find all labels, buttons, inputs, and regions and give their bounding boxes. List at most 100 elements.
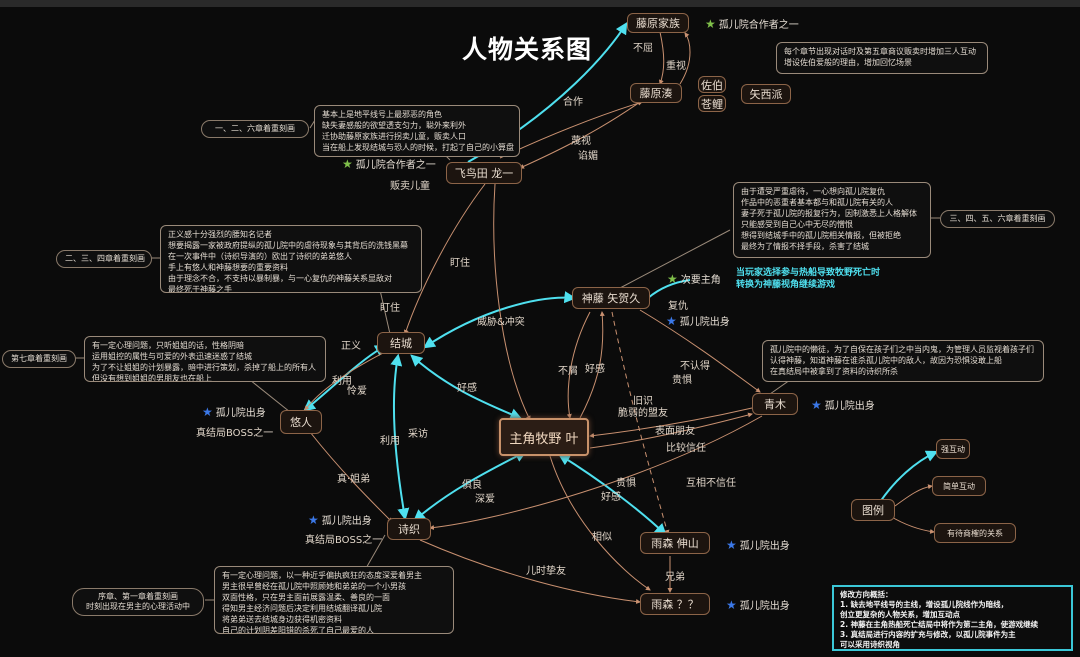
edge-label: 不认得: [680, 361, 710, 372]
node-main-character[interactable]: 主角牧野 叶: [499, 418, 589, 456]
edge-kamifuji-main-a: [566, 311, 591, 419]
badge-shin-origin: ★孤儿院出身: [726, 537, 790, 553]
node-legend-attention[interactable]: 有待商榷的关系: [934, 523, 1016, 543]
badge-shiori-origin: ★孤儿院出身: [308, 512, 372, 528]
badge-hitoda-trafficking: 贩卖儿童: [390, 181, 430, 192]
edge-shiori-q: [419, 539, 641, 605]
edge-label: 怜爱: [347, 386, 367, 397]
edge-hitoda-mina: [499, 100, 643, 159]
note-alt-protagonist: 当玩家选择参与热船导致牧野死亡时转换为神藤视角继续游戏: [736, 268, 881, 290]
connector-shiori-note: [364, 534, 386, 571]
edge-label: 旧识: [633, 396, 653, 407]
node-legend-strong[interactable]: 强互动: [936, 439, 970, 459]
note-aoki: 孤儿院中的懒徒，为了自保在孩子们之中当内鬼，为管理人员监视着孩子们认得神藤，知道…: [762, 340, 1044, 382]
edge-label: 互相不信任: [686, 478, 736, 489]
badge-kamifuji-origin: ★孤儿院出身: [666, 313, 730, 329]
node-yuki[interactable]: 悠人: [280, 410, 322, 434]
edge-label: 俱良: [462, 480, 482, 491]
node-shixi[interactable]: 矢西派: [741, 84, 791, 104]
edge-label: 兄弟: [665, 572, 685, 583]
node-shiori[interactable]: 诗织: [387, 518, 431, 540]
badge-fujiwara-partner: ★孤儿院合作者之一: [705, 16, 799, 32]
edge-legend-attn: [889, 515, 935, 534]
node-kamifuji[interactable]: 神藤 矢贺久: [572, 287, 650, 309]
node-zuobo[interactable]: 佐伯: [698, 76, 726, 93]
node-cangli[interactable]: 苍鲤: [698, 95, 726, 112]
edge-label: 正义: [341, 341, 361, 352]
edge-kamifuji-aoki: [639, 309, 761, 393]
note-kamifuji: 由于遭受严重虐待，一心想向孤儿院复仇作品中的恶重者基本都与和孤儿院有关的人妻子死…: [733, 182, 931, 258]
green-star-icon: ★: [342, 156, 353, 171]
edge-label: 威胁&冲突: [477, 317, 525, 328]
note-yuki: 有一定心理问题，只听姐姐的话，性格阴暗运用姐控的属性与可爱的外表迅速迷惑了结城为…: [84, 336, 326, 382]
edge-fujiwara-family-mina: [658, 31, 665, 85]
edge-hitoda-main: [493, 183, 531, 421]
edge-label: 儿时挚友: [526, 566, 566, 577]
edge-yuicho-main: [410, 354, 523, 420]
edge-label: 好感: [601, 492, 621, 503]
node-fujiwara-mina[interactable]: 藤原湊: [630, 83, 682, 103]
note-shixi: 每个章节出现对话时及第五章商议贩卖时增加三人互动增设佐伯爱般的理由，增加回忆场景: [776, 42, 988, 74]
edge-shiori-main: [413, 450, 528, 522]
edge-label: 贵惧: [672, 375, 692, 386]
connector-aoki-note: [769, 379, 791, 395]
edge-main-shin: [557, 453, 667, 536]
edge-label: 相似: [592, 532, 612, 543]
connector-kamifuji-note: [619, 229, 731, 289]
note-hitoda: 基本上是地平线号上最邪恶的角色缺失妻感般的欲望透支匀力，聪外来利外迁协助藤原家族…: [314, 105, 520, 157]
edge-yuki-yuicho: [303, 344, 388, 412]
node-aoki[interactable]: 青木: [752, 393, 798, 415]
edge-label: 盯住: [380, 303, 400, 314]
node-amamori-q[interactable]: 雨森 ？？: [640, 593, 710, 615]
chapter-callout-yuicho: 二、三、四章着重刻画: [56, 250, 152, 268]
edge-yuicho-yuki: [304, 351, 386, 411]
revision-summary-box: 修改方向概括： 1. 缺去地平线号的主线，增设孤儿院线作为暗线， 创立更复杂的人…: [832, 585, 1073, 651]
edge-label: 利用: [380, 436, 400, 447]
node-yuicho[interactable]: 结城: [377, 332, 425, 354]
blue-star-icon: ★: [666, 313, 677, 328]
node-fujiwara-family[interactable]: 藤原家族: [627, 13, 689, 33]
node-amamori-shin[interactable]: 雨森 伸山: [640, 532, 710, 554]
node-legend-root[interactable]: 图例: [851, 499, 895, 521]
edge-label: 深爱: [475, 494, 495, 505]
edge-yuicho-kamifuji: [423, 291, 577, 349]
edge-label: 盯住: [450, 258, 470, 269]
blue-star-icon: ★: [811, 397, 822, 412]
blue-star-icon: ★: [726, 537, 737, 552]
badge-hitoda-partner: ★孤儿院合作者之一: [342, 156, 436, 172]
edge-label: 重视: [666, 61, 686, 72]
edge-main-aoki: [589, 412, 753, 449]
edge-legend-strong: [879, 450, 939, 503]
edge-label: 好感: [457, 383, 477, 394]
badge-yuki-origin: ★孤儿院出身: [202, 404, 266, 420]
note-shiori: 有一定心理问题，以一种近乎偏执疯狂的态度深爱着男主男主很早曾经在孤儿院中照顾她和…: [214, 566, 454, 634]
edge-label: 脆弱的盟友: [618, 408, 668, 419]
green-star-icon: ★: [667, 271, 678, 286]
note-yuicho: 正义感十分强烈的腰知名记者想要揭露一家被政府提纵的孤儿院中的虐待现象与其背后的洗…: [160, 225, 422, 293]
chapter-callout-hitoda: 一、二、六章着重刻画: [201, 120, 309, 138]
edge-aoki-shiori: [429, 415, 763, 531]
edge-label: 蔑视: [571, 136, 591, 147]
node-legend-simple[interactable]: 简单互动: [932, 476, 986, 496]
edge-legend-simple: [894, 484, 933, 507]
badge-shiori-boss: 真结局BOSS之一: [305, 535, 383, 546]
edge-kamifuji-aux: [647, 279, 691, 299]
edge-label: 利用: [332, 376, 352, 387]
node-hitoda[interactable]: 飞鸟田 龙一: [446, 162, 522, 184]
connector-yuki-note: [249, 379, 291, 413]
edge-label: 采访: [408, 429, 428, 440]
badge-aoki-origin: ★孤儿院出身: [811, 397, 875, 413]
chapter-callout-kamifuji: 三、四、五、六章着重刻画: [940, 210, 1055, 228]
chapter-callout-yuki: 第七章着重刻画: [2, 350, 76, 368]
edge-aoki-main: [589, 407, 753, 439]
edge-yuki-shiori: [309, 431, 393, 523]
edge-label: 谄媚: [578, 151, 598, 162]
window-top-strip: [0, 0, 1080, 7]
edge-label: 表面朋友: [655, 426, 695, 437]
edge-label: 比较信任: [666, 443, 706, 454]
edge-label: 好感: [585, 364, 605, 375]
edge-mina-family: [679, 32, 691, 85]
edge-label: 真·姐弟: [337, 474, 371, 485]
